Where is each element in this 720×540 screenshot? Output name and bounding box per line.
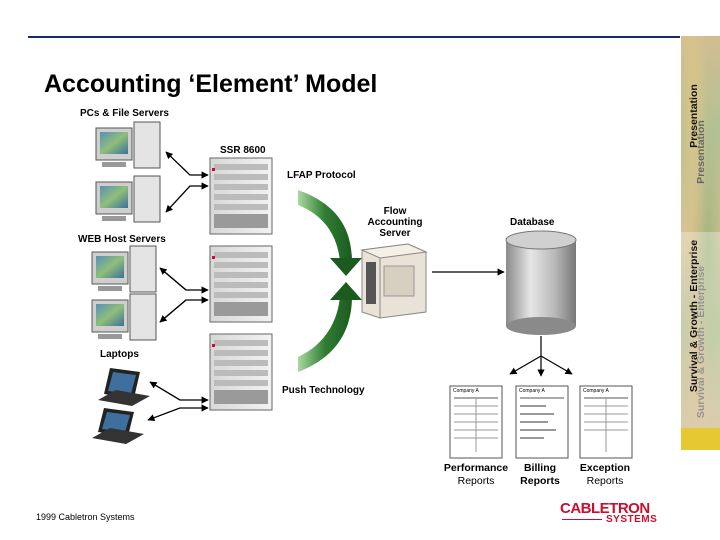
report-header-2: Company A bbox=[519, 388, 545, 394]
page-title: Accounting ‘Element’ Model bbox=[44, 70, 378, 98]
performance-reports-label: Performance Reports bbox=[440, 462, 512, 488]
flow-line-2: Accounting bbox=[367, 217, 423, 228]
laptops-label: Laptops bbox=[100, 349, 139, 360]
report-header-1: Company A bbox=[453, 388, 479, 394]
exception-reports-label: Exception Reports bbox=[572, 462, 638, 488]
pc-icon-1 bbox=[95, 121, 161, 169]
web-servers-label: WEB Host Servers bbox=[78, 234, 166, 245]
lfap-label: LFAP Protocol bbox=[287, 170, 356, 181]
pcs-label: PCs & File Servers bbox=[80, 108, 169, 119]
footer-copyright: 1999 Cabletron Systems bbox=[36, 512, 135, 522]
sidebar-accent bbox=[681, 428, 720, 450]
web-server-icon-2 bbox=[91, 293, 157, 341]
logo-bottom-text: SYSTEMS bbox=[606, 514, 658, 525]
pc-icon-2 bbox=[95, 175, 161, 223]
database-icon bbox=[505, 230, 577, 335]
billing-main: Billing bbox=[523, 462, 557, 474]
logo-top-text: CABLETRON bbox=[560, 500, 650, 517]
presentation-text: Presentation bbox=[688, 84, 700, 148]
performance-main: Performance bbox=[443, 462, 509, 474]
laptop-icon-1 bbox=[98, 368, 150, 406]
billing-reports-label: Billing Reports bbox=[512, 462, 568, 488]
client-arrows bbox=[147, 151, 209, 422]
flow-accounting-server-icon bbox=[360, 243, 428, 319]
web-server-icon-1 bbox=[91, 245, 157, 293]
billing-report-doc bbox=[515, 385, 569, 459]
sidebar-photo: Presentation Survival & Growth - Enterpr… bbox=[681, 36, 720, 428]
ssr-label: SSR 8600 bbox=[220, 145, 266, 156]
exception-main: Exception bbox=[579, 462, 631, 474]
cabletron-logo: CABLETRON SYSTEMS bbox=[560, 500, 664, 530]
flow-line-1: Flow bbox=[383, 206, 407, 217]
category-text: Survival & Growth - Enterprise bbox=[688, 239, 700, 393]
exception-sub: Reports bbox=[586, 475, 624, 487]
billing-sub: Reports bbox=[520, 475, 560, 487]
title-rule bbox=[28, 36, 680, 38]
performance-sub: Reports bbox=[457, 475, 495, 487]
flow-line-3: Server bbox=[379, 228, 411, 239]
performance-report-doc bbox=[449, 385, 503, 459]
database-label: Database bbox=[510, 217, 555, 228]
push-flow-arrow bbox=[298, 282, 362, 372]
ssr-switch-1 bbox=[209, 157, 273, 235]
diagram-graphics bbox=[91, 121, 633, 459]
report-arrows bbox=[509, 336, 573, 377]
exception-report-doc bbox=[579, 385, 633, 459]
ssr-switch-3 bbox=[209, 333, 273, 411]
report-header-3: Company A bbox=[583, 388, 609, 394]
flow-server-label: Flow Accounting Server bbox=[362, 206, 428, 239]
laptop-icon-2 bbox=[92, 408, 144, 444]
push-label: Push Technology bbox=[282, 385, 365, 396]
lfap-flow-arrow bbox=[298, 190, 362, 276]
ssr-switch-2 bbox=[209, 245, 273, 323]
